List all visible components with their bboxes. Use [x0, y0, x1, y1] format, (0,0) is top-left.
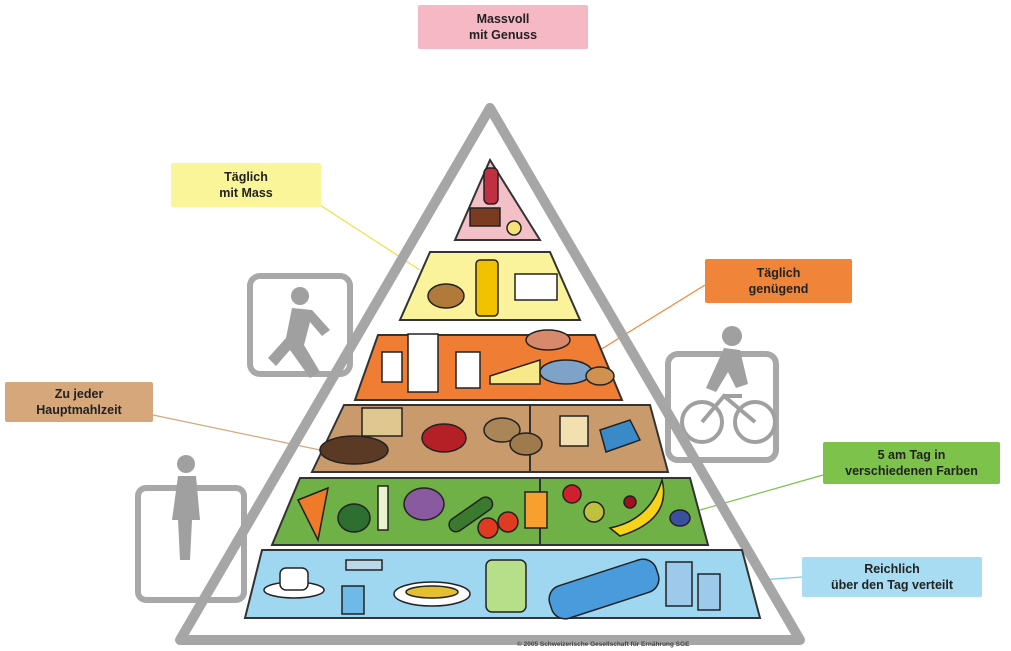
label-vegetables-level: 5 am Tag in verschiedenen Farben [823, 442, 1000, 484]
running-icon [247, 273, 353, 378]
label-grains-line2: Hauptmahlzeit [36, 403, 122, 417]
plum-icon [669, 509, 691, 527]
meat-icon [525, 329, 571, 351]
jug-icon [485, 559, 527, 613]
faucet-icon [345, 559, 383, 571]
connector-protein [599, 284, 706, 351]
label-sweets-line1: Täglich [224, 170, 268, 184]
yogurt-icon-2 [455, 351, 481, 389]
nuts-icon [427, 283, 465, 309]
label-sweets-line2: mit Mass [219, 186, 273, 200]
tomato-icon [477, 517, 499, 539]
label-vegetables-line2: verschiedenen Farben [845, 464, 978, 478]
fish-icon [539, 359, 593, 385]
label-top-level: Massvoll mit Genuss [418, 5, 588, 49]
cherry-icon [623, 495, 637, 509]
glass-icon-2 [697, 573, 721, 611]
oil-bottle-icon [475, 259, 499, 317]
teacup-icon [279, 567, 309, 591]
water-glass-icon [341, 585, 365, 615]
tomato-icon-2 [497, 511, 519, 533]
cucumber-icon [448, 496, 494, 533]
pasta-icon [599, 419, 642, 453]
copyright-text: © 2005 Schweizerische Gesellschaft für E… [517, 641, 690, 648]
label-top-line1: Massvoll [476, 12, 530, 26]
label-grains-level: Zu jeder Hauptmahlzeit [5, 382, 153, 422]
label-water-level: Reichlich über den Tag verteilt [802, 557, 982, 597]
label-protein-line1: Täglich [756, 266, 801, 280]
pepper-icon [337, 503, 371, 533]
label-top-line2: mit Genuss [468, 28, 538, 42]
carrot-icon [296, 486, 329, 543]
water-bottle-icon [548, 558, 660, 620]
leek-icon [377, 485, 389, 531]
label-vegetables-line1: 5 am Tag in [877, 448, 946, 462]
label-water-line1: Reichlich [864, 562, 920, 576]
cheese-icon [489, 358, 541, 385]
strawberry-icon [562, 484, 582, 504]
bread-icon [319, 435, 389, 465]
potato-icon-2 [509, 432, 543, 456]
cabbage-icon [403, 487, 445, 521]
label-protein-line2: genügend [748, 282, 809, 296]
label-water-line2: über den Tag verteilt [830, 578, 953, 592]
toast-icon [559, 415, 589, 447]
juice-glass-icon [524, 491, 548, 529]
banana-icon [608, 477, 665, 537]
pear-icon [583, 501, 605, 523]
milk-carton-icon [407, 333, 439, 393]
bottle-icon [483, 167, 499, 205]
yogurt-icon [381, 351, 403, 383]
walking-person-icon [172, 455, 200, 560]
label-protein-level: Täglich genügend [705, 259, 852, 303]
candy-icon [506, 220, 522, 236]
pyramid-frame [175, 103, 805, 645]
label-sweets-level: Täglich mit Mass [171, 163, 321, 207]
bowl-icon [421, 423, 467, 453]
crackers-icon [361, 407, 403, 437]
chicken-icon [585, 366, 615, 386]
label-grains-line1: Zu jeder [54, 387, 104, 401]
glass-icon [665, 561, 693, 607]
butter-icon [514, 273, 558, 301]
potato-icon [483, 417, 521, 443]
cake-icon [469, 207, 501, 227]
